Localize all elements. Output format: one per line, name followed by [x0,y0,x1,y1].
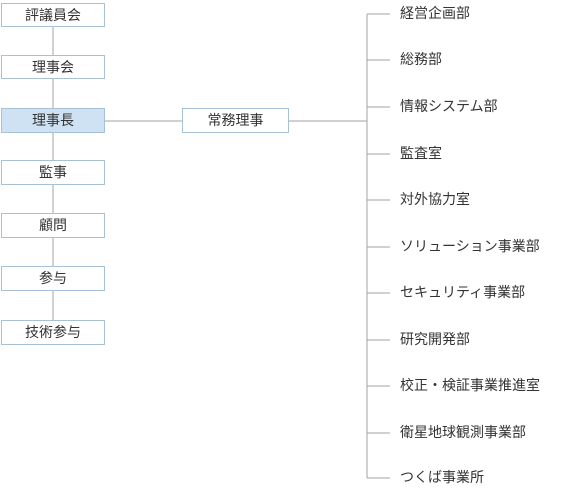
org-box-label: 理事会 [32,60,74,76]
org-box-chairman[interactable]: 理事長 [1,108,105,133]
org-box-label: 顧問 [39,218,67,234]
org-box-councillor[interactable]: 参与 [1,266,105,291]
org-box-board-of-directors[interactable]: 理事会 [1,55,105,79]
org-box-label: 参与 [39,271,67,287]
dept-solutions[interactable]: ソリューション事業部 [400,239,540,255]
dept-audit-office[interactable]: 監査室 [400,146,442,162]
org-box-advisor[interactable]: 顧問 [1,213,105,238]
org-box-auditor[interactable]: 監事 [1,160,105,185]
dept-research-development[interactable]: 研究開発部 [400,332,470,348]
org-box-label: 評議員会 [25,8,81,24]
org-box-technical-councillor[interactable]: 技術参与 [1,320,105,345]
org-box-board-of-councilors[interactable]: 評議員会 [1,3,105,27]
dept-security[interactable]: セキュリティ事業部 [400,285,526,301]
org-box-label: 常務理事 [207,113,264,129]
dept-tsukuba-office[interactable]: つくば事業所 [400,470,484,486]
dept-satellite-earth-observation[interactable]: 衛星地球観測事業部 [400,425,526,441]
dept-calibration-verification[interactable]: 校正・検証事業推進室 [400,378,540,394]
org-box-label: 監事 [39,165,67,181]
dept-information-systems[interactable]: 情報システム部 [400,99,498,115]
dept-corporate-planning[interactable]: 経営企画部 [400,6,470,22]
dept-external-cooperation[interactable]: 対外協力室 [400,192,470,208]
org-box-executive-director[interactable]: 常務理事 [182,108,289,133]
org-box-label: 技術参与 [25,325,81,341]
org-box-label: 理事長 [32,113,74,129]
dept-general-affairs[interactable]: 総務部 [400,52,442,68]
